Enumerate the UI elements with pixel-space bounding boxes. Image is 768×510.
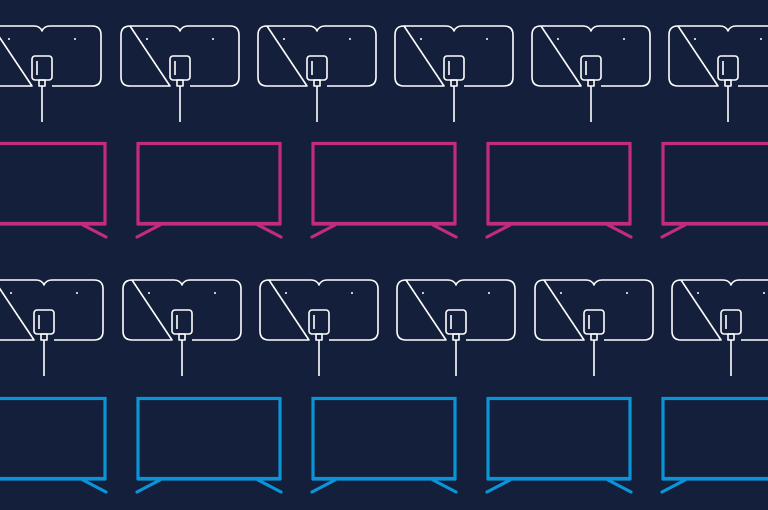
antenna-icon <box>259 279 379 376</box>
tv-icon <box>660 396 768 494</box>
tv-icon <box>485 396 633 494</box>
antenna-icon <box>257 25 377 122</box>
antenna-icon <box>671 279 768 376</box>
tv-icon <box>0 396 108 494</box>
tv-icon <box>0 141 108 239</box>
tv-icon <box>485 141 633 239</box>
antenna-icon <box>0 25 102 122</box>
tv-icon <box>135 141 283 239</box>
antenna-icon <box>396 279 516 376</box>
antenna-icon <box>0 279 104 376</box>
tv-icon <box>310 396 458 494</box>
antenna-icon <box>534 279 654 376</box>
antenna-icon <box>394 25 514 122</box>
tv-icon <box>310 141 458 239</box>
tv-icon <box>135 396 283 494</box>
antenna-icon <box>668 25 768 122</box>
antenna-icon <box>531 25 651 122</box>
antenna-icon <box>120 25 240 122</box>
tv-icon <box>660 141 768 239</box>
antenna-icon <box>122 279 242 376</box>
